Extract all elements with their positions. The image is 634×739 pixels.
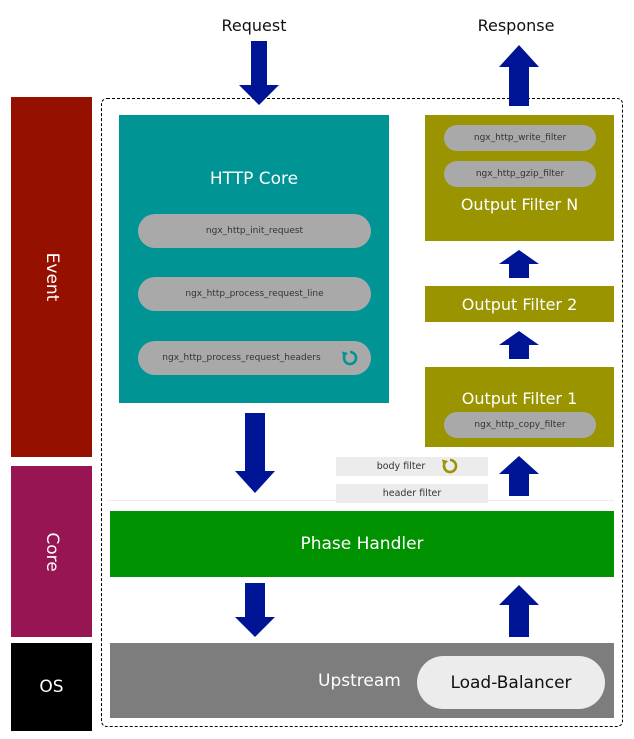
- load-balancer-label: Load-Balancer: [450, 672, 572, 693]
- header-filter-label: header filter: [382, 488, 442, 499]
- body-filter: body filter: [336, 457, 488, 476]
- core-layer: Core: [11, 466, 92, 637]
- phase-handler: Phase Handler: [110, 511, 614, 577]
- core-to-phase-arrow: [235, 413, 275, 493]
- load-balancer: Load-Balancer: [417, 656, 605, 709]
- event-layer: Event: [11, 97, 92, 457]
- output-filter-n: ngx_http_write_filter ngx_http_gzip_filt…: [425, 115, 614, 241]
- os-label: OS: [39, 677, 64, 697]
- output-filter-n-title: Output Filter N: [460, 195, 579, 214]
- output-filter-1: Output Filter 1 ngx_http_copy_filter: [425, 367, 614, 447]
- upstream-label: Upstream: [318, 671, 401, 691]
- event-label: Event: [41, 252, 62, 302]
- body-filter-label: body filter: [376, 461, 426, 472]
- os-layer: OS: [11, 643, 92, 731]
- response-arrow-up: [499, 45, 539, 106]
- core-label: Core: [41, 531, 62, 572]
- phase-to-upstream-arrow: [235, 583, 275, 637]
- filter2-to-filterN-arrow: [499, 250, 539, 278]
- upstream-to-phase-arrow: [499, 585, 539, 637]
- phase-to-filter1-arrow: [499, 456, 539, 496]
- header-filter: header filter: [336, 484, 488, 503]
- upstream-module: Upstream Load-Balancer: [110, 643, 614, 718]
- output-filter-item: ngx_http_write_filter: [444, 125, 596, 151]
- http-core-module: HTTP Core ngx_http_init_request ngx_http…: [119, 115, 389, 403]
- request-arrow-down: [239, 41, 279, 105]
- http-core-item: ngx_http_process_request_headers: [138, 341, 371, 375]
- output-filter-item: ngx_http_gzip_filter: [444, 161, 596, 187]
- output-filter-2-title: Output Filter 2: [461, 294, 578, 314]
- http-core-item: ngx_http_init_request: [138, 214, 371, 248]
- loop-icon: [442, 458, 458, 474]
- nginx-boundary: [101, 98, 623, 727]
- output-filter-1-title: Output Filter 1: [461, 389, 578, 408]
- http-core-item: ngx_http_process_request_line: [138, 277, 371, 311]
- output-filter-2: Output Filter 2: [425, 286, 614, 322]
- separator-line: [107, 500, 614, 501]
- output-filter-item: ngx_http_copy_filter: [444, 412, 596, 438]
- filter1-to-filter2-arrow: [499, 331, 539, 359]
- loop-icon: [342, 350, 358, 366]
- response-label: Response: [477, 16, 555, 35]
- request-label: Request: [221, 16, 287, 35]
- http-core-title: HTTP Core: [209, 169, 299, 189]
- phase-handler-label: Phase Handler: [300, 534, 424, 554]
